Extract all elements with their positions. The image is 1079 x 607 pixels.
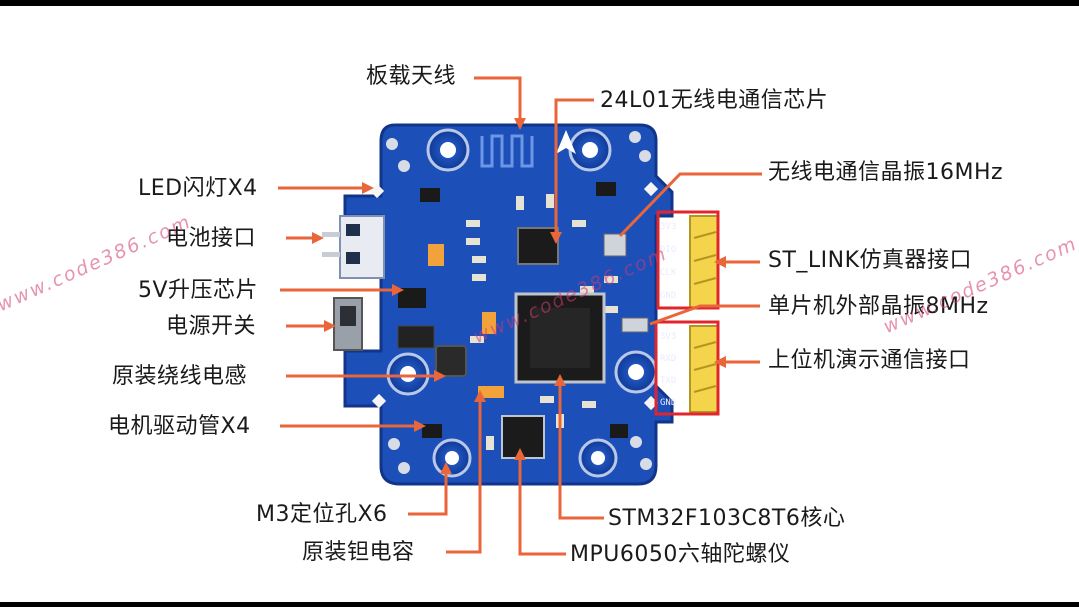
label-imu: MPU6050六轴陀螺仪 [570, 542, 791, 567]
pin-label: 3V3 [660, 222, 677, 232]
label-stlink: ST_LINK仿真器接口 [768, 248, 973, 273]
label-led: LED闪灯X4 [138, 176, 258, 201]
mounting-holes [386, 128, 658, 478]
battery-connector [322, 215, 385, 279]
pin-label: RXD [660, 354, 677, 364]
label-mcu: STM32F103C8T6核心 [608, 506, 846, 531]
inductor-part [435, 345, 467, 377]
pcb-board-illustration [278, 76, 762, 556]
label-battery: 电池接口 [166, 226, 257, 251]
pin-label: 3V3 [660, 332, 677, 342]
pin-label: DIO [660, 245, 677, 255]
label-uart: 上位机演示通信接口 [768, 348, 971, 373]
label-mount-holes: M3定位孔X6 [256, 502, 388, 527]
label-power-switch: 电源开关 [166, 314, 257, 339]
label-antenna: 板载天线 [366, 64, 457, 89]
inductor-2 [397, 325, 435, 349]
label-motor-mos: 电机驱动管X4 [108, 414, 251, 439]
imu-chip-part [501, 415, 545, 459]
label-tantalum: 原装钽电容 [302, 540, 415, 565]
label-rf-crystal: 无线电通信晶振16MHz [768, 160, 1004, 185]
mcu-chip-part [514, 292, 606, 384]
pin-label: GND [660, 398, 677, 408]
logo-mark [556, 130, 576, 154]
white-panel: 3V3 DIO CLK GND 3V3 RXD TXD GND 板载天线 24L… [0, 6, 1079, 602]
power-switch-part [333, 297, 363, 351]
pin-label: GND [660, 291, 677, 301]
label-mcu-crystal: 单片机外部晶振8MHz [768, 294, 989, 319]
pin-label: CLK [660, 268, 677, 278]
boost-chip [398, 288, 426, 308]
antenna-trace [480, 134, 534, 168]
label-boost: 5V升压芯片 [138, 278, 259, 303]
pin-label: TXD [660, 376, 677, 386]
rf-crystal-part [603, 233, 627, 257]
stlink-pin-labels: 3V3 DIO CLK GND [660, 216, 676, 308]
pcb-outline [343, 123, 674, 486]
leader-arrows [312, 118, 726, 474]
motor-pads [386, 131, 652, 474]
mcu-crystal-part [621, 317, 649, 333]
uart-pin-labels: 3V3 RXD TXD GND [660, 326, 676, 414]
leader-lines [278, 76, 762, 556]
tantalum-caps [428, 244, 504, 398]
label-inductor: 原装绕线电感 [112, 364, 248, 389]
mosfets [420, 182, 628, 438]
uart-header [654, 320, 720, 416]
stlink-header [656, 210, 720, 310]
label-rf-chip: 24L01无线电通信芯片 [600, 88, 829, 113]
